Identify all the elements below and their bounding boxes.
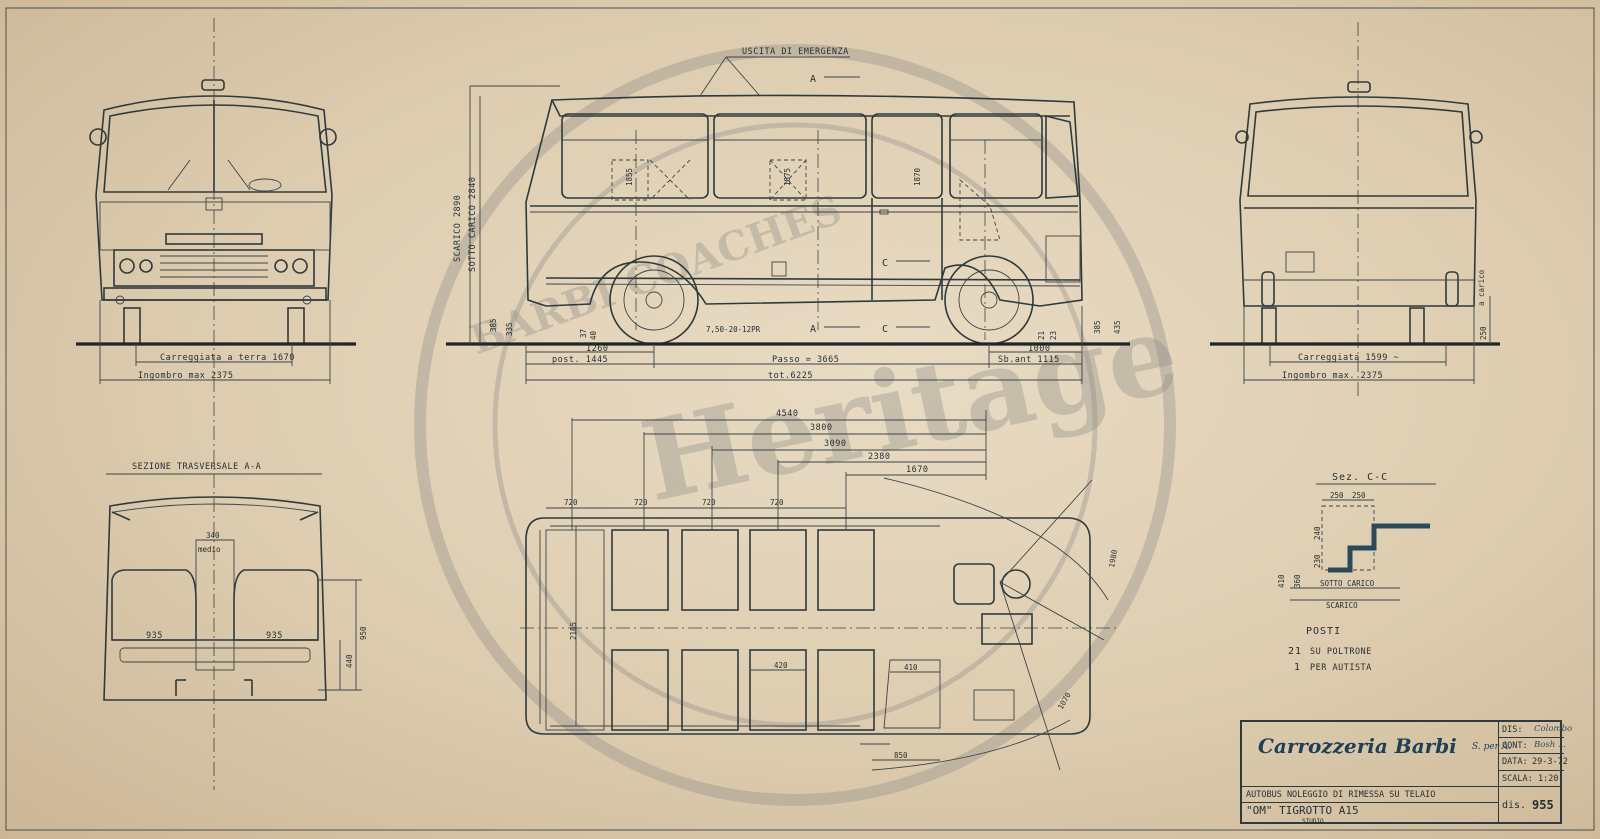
seating-line2-n: 1 — [1294, 662, 1301, 673]
plan-run-5: 1670 — [906, 465, 928, 475]
section-cc-h3: 410 — [1277, 574, 1286, 588]
side-seat-height-3: 1870 — [913, 167, 922, 186]
plan-seat-width: 420 — [774, 661, 788, 670]
description: AUTOBUS NOLEGGIO DI RIMESSA SU TELAIO — [1246, 790, 1436, 800]
label-dis: DIS: — [1502, 725, 1523, 735]
rear-loaded-label: a carico — [1477, 269, 1486, 306]
side-left-h2: 335 — [505, 322, 514, 336]
side-right-h3: 21 — [1037, 331, 1046, 340]
height-unloaded: SCARICO 2890 — [453, 195, 463, 262]
plan-radius-a: 1980 — [1107, 549, 1119, 569]
section-aa-aisle: 340 — [206, 531, 220, 540]
section-cc-title: Sez. C-C — [1332, 472, 1388, 483]
height-loaded: SOTTO CARICO 2840 — [468, 177, 478, 273]
label-scala: SCALA: — [1502, 774, 1533, 784]
value-cont: Bosh ... — [1534, 740, 1567, 750]
dim-rear-wheel: 1260 — [586, 344, 608, 354]
plan-pitch-1: 720 — [634, 498, 648, 507]
value-dis: Colombo — [1534, 724, 1573, 734]
side-left-h1: 385 — [489, 318, 498, 332]
plan-pitch-2: 720 — [702, 498, 716, 507]
section-aa: SEZIONE TRASVERSALE A-A 340 medio 935 93… — [103, 462, 368, 701]
drawing-number: 955 — [1532, 798, 1554, 812]
plan-door-width: 410 — [904, 663, 918, 672]
side-left-h3: 37 — [579, 329, 588, 338]
section-mark-c-bottom: C — [882, 324, 889, 335]
dim-rear-overhang: post. 1445 — [552, 355, 608, 365]
section-cc-h1: 240 — [1313, 526, 1322, 540]
company-suffix: S. per A. — [1472, 742, 1512, 752]
plan-width: 2185 — [569, 622, 578, 640]
plan-pitch-0: 720 — [564, 498, 578, 507]
section-mark-c-mid: C — [882, 258, 889, 269]
side-left-h4: 40 — [589, 330, 598, 340]
dim-front-wheel: 1000 — [1028, 344, 1050, 354]
model: "OM" TIGROTTO A15 — [1246, 804, 1359, 817]
seating-line1-n: 21 — [1288, 646, 1302, 657]
rear-ground-clear: 250 — [1479, 326, 1488, 340]
section-mark-a-top: A — [810, 74, 817, 85]
sheet-border — [5, 7, 1595, 831]
section-aa-seat-right: 935 — [266, 631, 283, 641]
section-aa-seat-height: 440 — [345, 654, 354, 668]
section-aa-back-height: 950 — [359, 626, 368, 640]
side-right-h1: 385 — [1093, 320, 1102, 334]
dim-total-length: tot.6225 — [768, 371, 813, 381]
section-cc-width-1: 250 — [1330, 491, 1344, 500]
side-seat-height-2: 1875 — [783, 168, 792, 186]
watermark-ring-text: BARBI COACHES — [464, 186, 848, 364]
section-cc-width-2: 250 — [1352, 491, 1366, 500]
plan-run-4: 2380 — [868, 452, 890, 462]
side-view: 1855 1875 1870 USCITA DI EMERGENZA A A C… — [446, 47, 1130, 384]
side-right-h4: 23 — [1049, 331, 1058, 340]
dim-front-overhang: Sb.ant 1115 — [998, 355, 1060, 365]
seating-line2-t: PER AUTISTA — [1310, 663, 1372, 673]
rear-overall-label: Ingombro max. 2375 — [1282, 371, 1383, 381]
dim-wheelbase: Passo = 3665 — [772, 355, 839, 365]
label-data: DATA: — [1502, 757, 1528, 767]
drawing-number-label: dis. — [1502, 800, 1527, 811]
seating-title: POSTI — [1306, 626, 1341, 637]
plan-step-width: 850 — [894, 751, 908, 760]
seating-line1-t: SU POLTRONE — [1310, 647, 1372, 657]
front-track-label: Carreggiata a terra 1670 — [160, 353, 295, 363]
side-seat-height-1: 1855 — [625, 168, 634, 186]
section-cc-unloaded: SCARICO — [1326, 601, 1358, 610]
section-aa-aisle-label: medio — [198, 545, 221, 554]
plan-run-3: 3090 — [824, 439, 846, 449]
company-name: Carrozzeria Barbi — [1258, 734, 1457, 758]
title-block: Carrozzeria Barbi S. per A. DIS: Colombo… — [1240, 720, 1572, 825]
section-aa-title: SEZIONE TRASVERSALE A-A — [132, 462, 261, 472]
watermark-script: Heritage — [631, 288, 1189, 527]
section-cc: Sez. C-C 250 250 240 230 410 360 SOTTO C… — [1277, 472, 1436, 610]
rear-view: Carreggiata 1599 ~ Ingombro max. 2375 25… — [1210, 22, 1500, 400]
plan-run-2: 3800 — [810, 423, 832, 433]
plan-pitch-3: 720 — [770, 498, 784, 507]
emergency-exit-label: USCITA DI EMERGENZA — [742, 47, 849, 57]
tyre-size: 7,50-20-12PR — [706, 325, 761, 334]
label-cont: CONT: — [1502, 741, 1528, 751]
side-right-h2: 435 — [1113, 320, 1122, 334]
plan-view: 1980 1070 4540 3800 3090 2380 1670 720 7… — [520, 409, 1120, 771]
value-data: 29-3-72 — [1532, 757, 1568, 767]
seating-info: POSTI 21 SU POLTRONE 1 PER AUTISTA — [1288, 626, 1372, 673]
front-overall-label: Ingombro max 2375 — [138, 371, 234, 381]
plan-run-1: 4540 — [776, 409, 798, 419]
section-aa-seat-left: 935 — [146, 631, 163, 641]
section-cc-h2: 230 — [1313, 554, 1322, 568]
front-view: Carreggiata a terra 1670 Ingombro max 23… — [76, 18, 356, 790]
section-cc-h4: 360 — [1293, 574, 1302, 588]
rear-track-label: Carreggiata 1599 ~ — [1298, 353, 1399, 363]
value-scala: 1:20 — [1538, 774, 1559, 784]
section-cc-loaded: SOTTO CARICO — [1320, 579, 1375, 588]
section-mark-a-bottom: A — [810, 324, 817, 335]
studio-label: STUDIO — [1302, 818, 1324, 825]
